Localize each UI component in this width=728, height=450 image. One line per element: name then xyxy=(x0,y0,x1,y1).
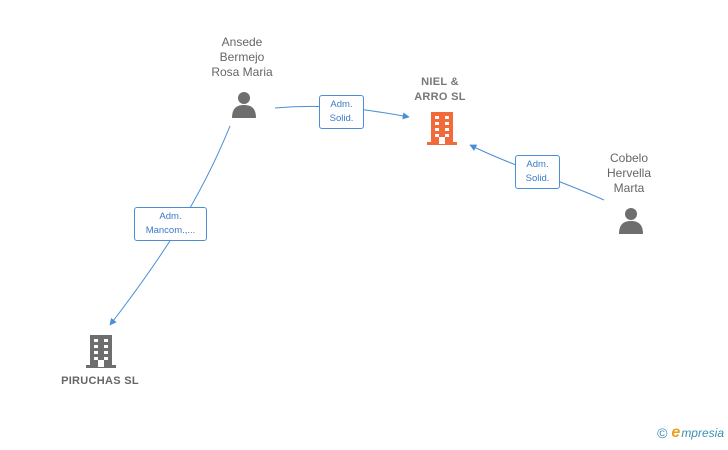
company-name-piruchas[interactable]: PIRUCHAS SL xyxy=(61,375,139,387)
person-icon[interactable] xyxy=(229,89,259,119)
brand-logo-text: mpresia xyxy=(681,426,724,440)
copyright-icon: © xyxy=(657,425,668,441)
relation-label-ansede-piruchas[interactable]: Adm. Mancom.,... xyxy=(134,207,207,241)
brand-logo-initial: e xyxy=(671,424,681,441)
person-name-cobelo[interactable]: Cobelo Hervella Marta xyxy=(606,151,651,195)
building-icon[interactable] xyxy=(84,333,118,369)
building-icon[interactable] xyxy=(425,110,459,146)
relation-label-ansede-niel[interactable]: Adm. Solid. xyxy=(319,95,364,129)
relation-label-cobelo-niel[interactable]: Adm. Solid. xyxy=(515,155,560,189)
person-icon[interactable] xyxy=(616,205,646,235)
person-name-ansede[interactable]: Ansede Bermejo Rosa Maria xyxy=(211,35,273,79)
footer-branding: © e mpresia xyxy=(657,424,724,442)
company-name-niel-arro[interactable]: NIEL & ARRO SL xyxy=(414,76,466,103)
